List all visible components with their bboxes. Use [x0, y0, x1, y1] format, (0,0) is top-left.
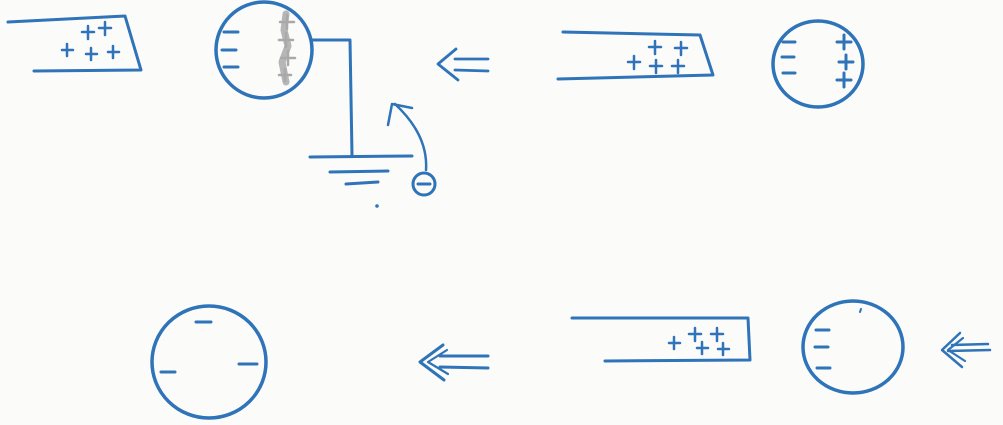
sphere: [773, 21, 863, 107]
sphere: [803, 301, 903, 393]
positive-rod: [8, 16, 141, 71]
rod-positive-charges: [62, 22, 119, 60]
sphere: [216, 2, 312, 98]
panel-final-charged-sphere: [152, 306, 266, 418]
sphere-positive-charges: [837, 35, 853, 87]
double-arrow-left-icon: [942, 333, 990, 367]
sphere: [152, 306, 266, 418]
ground-wire: [312, 40, 352, 155]
rod-positive-charges: [669, 328, 729, 355]
panel-grounded-induction: [8, 2, 435, 208]
electron-icon: [413, 173, 435, 195]
ground-symbol: [310, 156, 412, 208]
double-arrow-left-icon: [420, 345, 488, 380]
sphere-positive-shaded-charges: [279, 14, 295, 82]
positive-rod: [558, 32, 713, 79]
panel-polarization: [558, 21, 863, 107]
double-arrow-left-icon: [438, 49, 488, 80]
rod-positive-charges: [628, 41, 687, 73]
curved-arrow-icon: [388, 104, 426, 170]
positive-rod: [572, 318, 750, 361]
panel-charged-with-rod: [572, 301, 990, 393]
sphere-negative-charges: [782, 42, 795, 73]
sphere-negative-charges: [222, 32, 238, 67]
sphere-negative-charges: [815, 309, 861, 368]
sphere-negative-charges: [161, 310, 257, 372]
